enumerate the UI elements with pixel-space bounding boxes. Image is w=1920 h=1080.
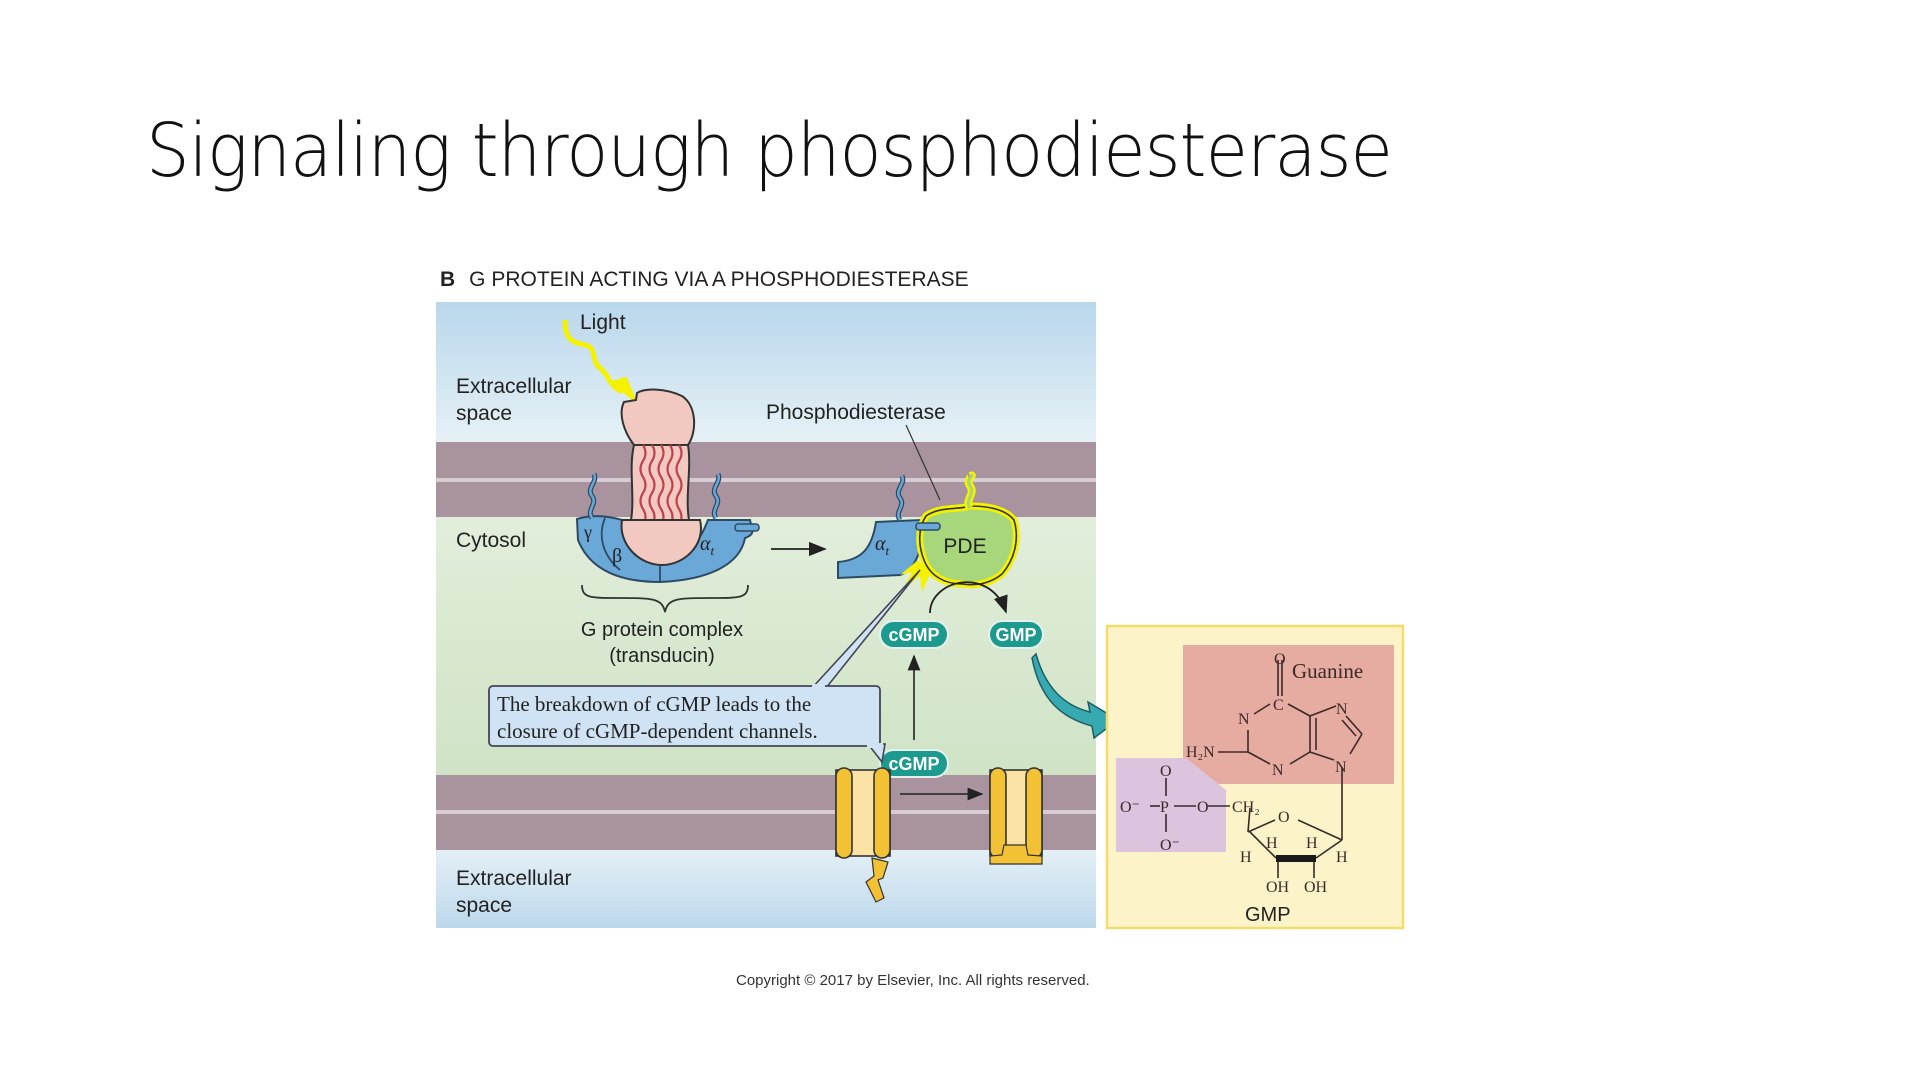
callout-text-line2: closure of cGMP-dependent channels. [497, 719, 818, 743]
extracellular-region-top [436, 302, 1096, 442]
svg-text:O⁻: O⁻ [1120, 799, 1140, 816]
alpha-t-tail [734, 523, 760, 532]
g-protein-brace [581, 584, 749, 613]
light-wave-icon [562, 319, 624, 395]
membrane-bottom-midline [436, 810, 1096, 814]
label-alpha-t-complex: αt [700, 533, 715, 558]
svg-text:H: H [1306, 835, 1318, 852]
label-light: Light [580, 311, 626, 334]
panel-letter: B [440, 268, 456, 291]
svg-text:cGMP: cGMP [888, 625, 939, 645]
slide-title: Signaling through phosphodiesterase [146, 108, 1393, 194]
label-pde: PDE [943, 535, 986, 558]
svg-text:N: N [1335, 759, 1347, 776]
label-phosphodiesterase: Phosphodiesterase [766, 401, 946, 424]
svg-text:C: C [1273, 697, 1284, 714]
svg-text:N: N [1336, 701, 1348, 718]
svg-text:OH: OH [1266, 879, 1290, 896]
svg-text:cGMP: cGMP [888, 754, 939, 774]
phosphate-highlight [1116, 758, 1226, 852]
svg-text:N: N [1272, 762, 1284, 779]
cgmp-badge-top: cGMP [879, 620, 949, 649]
svg-text:H: H [1240, 849, 1252, 866]
receptor-helices [639, 444, 683, 526]
svg-text:H: H [1336, 849, 1348, 866]
gmp-structure-arrow-icon [1031, 652, 1120, 740]
svg-text:O: O [1160, 763, 1172, 780]
gmp-chemical-structure [1150, 660, 1363, 878]
figure-panel-header: B G PROTEIN ACTING VIA A PHOSPHODIESTERAS… [440, 268, 969, 292]
callout-text-line1: The breakdown of cGMP leads to the [497, 692, 811, 716]
label-transducin: (transducin) [609, 645, 715, 667]
svg-text:GMP: GMP [995, 625, 1036, 645]
alpha-t-pde-link [915, 522, 941, 531]
svg-text:CH₂: CH₂ [1232, 799, 1260, 816]
svg-text:H: H [1266, 835, 1278, 852]
svg-text:N: N [1238, 711, 1250, 728]
label-gmp-molecule: GMP [1245, 904, 1291, 926]
label-space-bottom: space [456, 894, 512, 917]
label-gamma: γ [583, 522, 592, 542]
svg-text:O⁻: O⁻ [1160, 837, 1180, 854]
label-guanine: Guanine [1292, 659, 1363, 683]
hydrolysis-arrow [929, 581, 1008, 614]
svg-text:O: O [1278, 809, 1290, 826]
cgmp-channel-closed [989, 767, 1043, 865]
panel-title: G PROTEIN ACTING VIA A PHOSPHODIESTERASE [469, 268, 969, 291]
gmp-badge: GMP [988, 620, 1044, 649]
gmp-atom-labels: O C N N N N H₂N O O⁻ P O CH₂ O⁻ O H H H … [1120, 651, 1348, 896]
svg-text:O: O [1274, 651, 1286, 668]
copyright-notice: Copyright © 2017 by Elsevier, Inc. All r… [736, 972, 1090, 989]
svg-text:P: P [1160, 799, 1169, 816]
guanine-highlight [1183, 645, 1394, 784]
svg-text:O: O [1197, 799, 1209, 816]
label-extracellular-top: Extracellular [456, 375, 572, 398]
membrane-top-midline [436, 478, 1096, 482]
sugar-ring-front-bond [1276, 855, 1316, 862]
label-cytosol: Cytosol [456, 529, 526, 552]
receptor-base [620, 519, 702, 567]
extracellular-region-bottom [436, 850, 1096, 928]
phosphodiesterase-leader-line [905, 424, 941, 501]
cgmp-badge-bottom: cGMP [879, 749, 949, 778]
receptor-head [620, 388, 696, 446]
svg-text:OH: OH [1304, 879, 1328, 896]
label-space-top: space [456, 402, 512, 425]
label-alpha-t-active: αt [875, 533, 890, 558]
callout-box [488, 685, 881, 747]
svg-text:H₂N: H₂N [1186, 744, 1215, 761]
light-arrowhead-icon [609, 376, 637, 403]
label-beta: β [612, 545, 622, 567]
label-extracellular-bottom: Extracellular [456, 867, 572, 890]
cgmp-channel-open [835, 767, 891, 903]
label-g-protein-complex: G protein complex [581, 619, 743, 641]
